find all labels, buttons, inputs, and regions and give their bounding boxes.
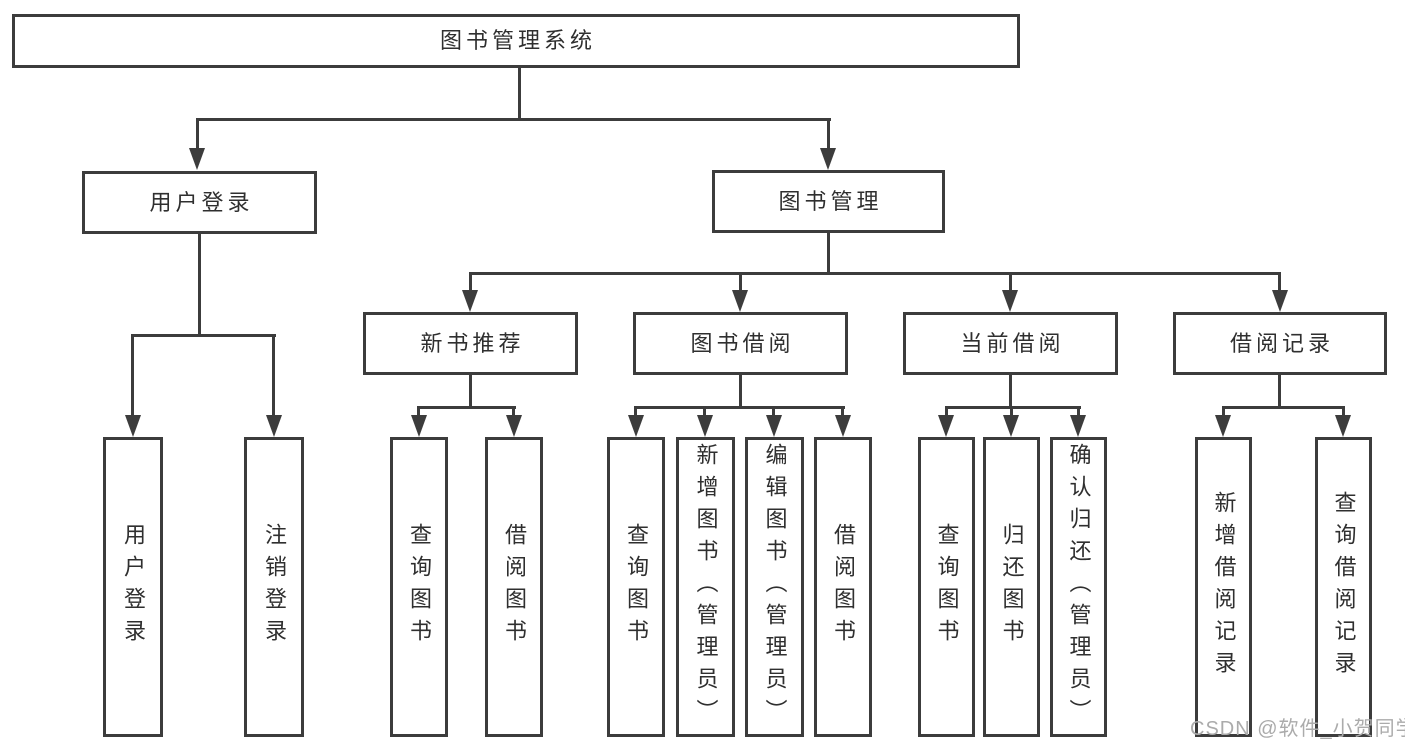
leaf-records-add-record-label: 新增借阅记录	[1211, 491, 1237, 683]
leaf-newbook-borrow-books: 借阅图书	[485, 437, 543, 737]
connector-level3-drop	[1009, 272, 1012, 292]
connector-group-bar	[417, 406, 516, 409]
connector-book-mgmt-drop	[827, 118, 830, 151]
connector-book-mgmt-stem	[827, 233, 830, 275]
leaf-user-login-label: 用户登录	[121, 523, 146, 651]
leaf-borrow-borrow-books: 借阅图书	[814, 437, 872, 737]
arrow-down-icon	[462, 290, 478, 312]
leaf-newbook-borrow-books-label: 借阅图书	[502, 523, 527, 651]
connector-leaf-drop	[841, 406, 844, 419]
connector-root-bar	[196, 118, 831, 121]
leaf-newbook-query-books-label: 查询图书	[407, 523, 432, 651]
connector-level3-bar	[469, 272, 1281, 275]
leaf-current-return-books: 归还图书	[983, 437, 1040, 737]
connector-group-bar	[634, 406, 845, 409]
connector-leaf-drop	[1222, 406, 1225, 419]
arrow-down-icon	[938, 415, 954, 437]
connector-group-stem	[1278, 375, 1281, 409]
node-current-borrow-label: 当前借阅	[960, 330, 1065, 356]
arrow-down-icon	[732, 290, 748, 312]
leaf-current-return-books-label: 归还图书	[999, 523, 1025, 651]
connector-group-stem	[1009, 375, 1012, 409]
connector-user-login-drop	[196, 118, 199, 151]
leaf-user-login: 用户登录	[103, 437, 163, 737]
leaf-newbook-query-books: 查询图书	[390, 437, 448, 737]
arrow-down-icon	[1003, 415, 1019, 437]
connector-leaf-drop	[1077, 406, 1080, 419]
node-borrow-records: 借阅记录	[1173, 312, 1387, 375]
connector-level3-drop	[1278, 272, 1281, 292]
arrow-down-icon	[1002, 290, 1018, 312]
leaf-current-confirm-return-admin-label: 确认归还（管理员）	[1066, 443, 1092, 731]
leaf-records-query-record: 查询借阅记录	[1315, 437, 1372, 737]
connector-level3-drop	[469, 272, 472, 292]
node-book-management-label: 图书管理	[778, 188, 883, 214]
node-library-system: 图书管理系统	[12, 14, 1020, 68]
arrow-down-icon	[125, 415, 141, 437]
connector-leaf-drop	[772, 406, 775, 419]
node-new-book-recommend: 新书推荐	[363, 312, 578, 375]
arrow-down-icon	[1215, 415, 1231, 437]
connector-group-bar	[1222, 406, 1345, 409]
connector-user-login-stem	[198, 234, 201, 337]
connector-group-bar	[945, 406, 1081, 409]
connector-group-stem	[469, 375, 472, 409]
connector-user-login-bar	[131, 334, 276, 337]
node-user-login: 用户登录	[82, 171, 317, 234]
node-book-management: 图书管理	[712, 170, 945, 233]
arrow-down-icon	[820, 148, 836, 170]
connector-root-stem	[518, 68, 521, 121]
node-book-borrow: 图书借阅	[633, 312, 848, 375]
connector-group-stem	[739, 375, 742, 409]
leaf-current-query-books-label: 查询图书	[934, 523, 960, 651]
leaf-records-add-record: 新增借阅记录	[1195, 437, 1252, 737]
leaf-logout: 注销登录	[244, 437, 304, 737]
connector-leaf-drop	[1010, 406, 1013, 419]
connector-leaf-drop	[1342, 406, 1345, 419]
node-new-book-recommend-label: 新书推荐	[420, 330, 525, 356]
arrow-down-icon	[1335, 415, 1351, 437]
arrow-down-icon	[835, 415, 851, 437]
node-library-system-label: 图书管理系统	[439, 28, 596, 53]
leaf-borrow-add-books-admin-label: 新增图书（管理员）	[693, 443, 719, 731]
node-user-login-label: 用户登录	[149, 189, 254, 215]
arrow-down-icon	[411, 415, 427, 437]
node-book-borrow-label: 图书借阅	[690, 330, 795, 356]
arrow-down-icon	[189, 148, 205, 170]
connector-leaf-drop	[131, 334, 134, 419]
connector-leaf-drop	[945, 406, 948, 419]
leaf-current-query-books: 查询图书	[918, 437, 975, 737]
leaf-current-confirm-return-admin: 确认归还（管理员）	[1050, 437, 1107, 737]
arrow-down-icon	[266, 415, 282, 437]
connector-level3-drop	[739, 272, 742, 292]
arrow-down-icon	[628, 415, 644, 437]
connector-leaf-drop	[703, 406, 706, 419]
arrow-down-icon	[1272, 290, 1288, 312]
leaf-borrow-query-books: 查询图书	[607, 437, 665, 737]
leaf-borrow-query-books-label: 查询图书	[624, 523, 649, 651]
connector-leaf-drop	[634, 406, 637, 419]
csdn-watermark: CSDN @软件_小贺同学	[1190, 718, 1405, 740]
connector-leaf-drop	[512, 406, 515, 419]
arrow-down-icon	[506, 415, 522, 437]
node-borrow-records-label: 借阅记录	[1229, 330, 1334, 356]
leaf-borrow-edit-books-admin-label: 编辑图书（管理员）	[762, 443, 788, 731]
leaf-borrow-borrow-books-label: 借阅图书	[831, 523, 856, 651]
arrow-down-icon	[1070, 415, 1086, 437]
leaf-borrow-edit-books-admin: 编辑图书（管理员）	[745, 437, 804, 737]
leaf-borrow-add-books-admin: 新增图书（管理员）	[676, 437, 735, 737]
arrow-down-icon	[697, 415, 713, 437]
connector-leaf-drop	[272, 334, 275, 419]
arrow-down-icon	[766, 415, 782, 437]
node-current-borrow: 当前借阅	[903, 312, 1118, 375]
leaf-logout-label: 注销登录	[262, 523, 287, 651]
leaf-records-query-record-label: 查询借阅记录	[1331, 491, 1357, 683]
connector-leaf-drop	[417, 406, 420, 419]
